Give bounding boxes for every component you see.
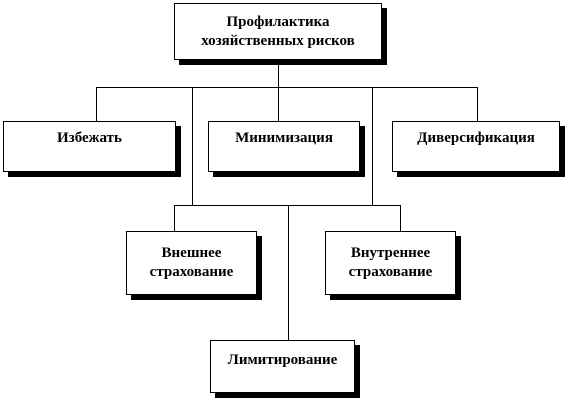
node-risk-prevention: Профилактика хозяйственных рисков bbox=[174, 3, 382, 60]
node-label: Внешнее страхование bbox=[149, 245, 234, 280]
node-minimization: Минимизация bbox=[208, 121, 360, 172]
node-internal-insurance: Внутреннее страхование bbox=[325, 231, 456, 295]
node-avoid: Избежать bbox=[3, 121, 176, 172]
node-label: Профилактика хозяйственных рисков bbox=[201, 13, 355, 49]
node-label: Диверсификация bbox=[417, 130, 535, 146]
node-label: Лимитирование bbox=[227, 352, 338, 368]
node-diversification: Диверсификация bbox=[392, 121, 560, 172]
node-external-insurance: Внешнее страхование bbox=[126, 231, 257, 295]
node-label: Минимизация bbox=[235, 130, 333, 146]
node-label: Избежать bbox=[57, 130, 122, 146]
node-label: Внутреннее страхование bbox=[348, 245, 433, 280]
node-limitation: Лимитирование bbox=[210, 340, 355, 393]
